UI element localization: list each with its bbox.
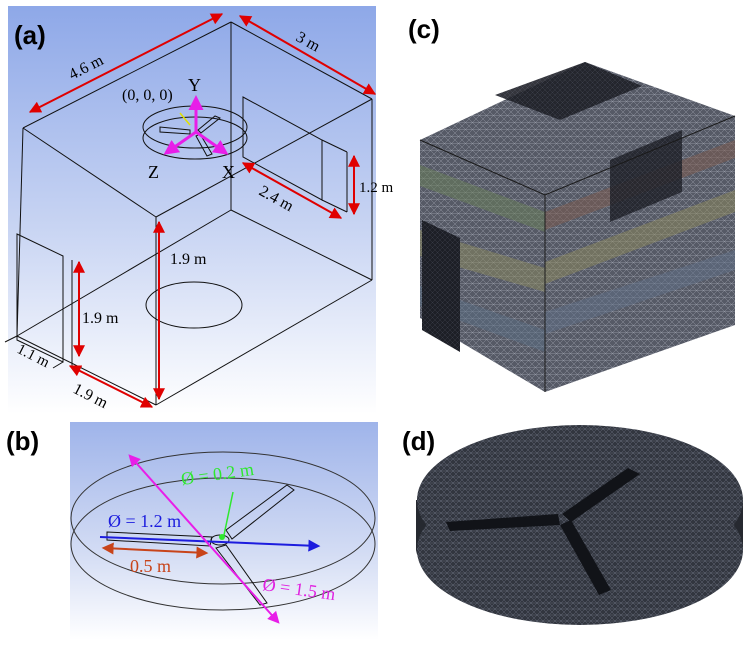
z-axis-label: Z (148, 162, 159, 182)
room-mesh-figure (419, 62, 736, 392)
mesh-top-face (420, 62, 735, 195)
origin-pointer (179, 112, 191, 126)
x-axis-label: X (222, 162, 235, 182)
width-arrow (238, 15, 377, 95)
blade-diameter-label: Ø = 1.2 m (108, 511, 181, 531)
room-geometry-figure: 4.6 m 3 m 1.9 m 2.4 m 1.2 m 1.9 m 1.1 m … (4, 6, 394, 414)
x-axis-arrow (195, 130, 229, 155)
fan-mesh-blade-left (446, 514, 560, 531)
room-edge-left-vertical (16, 127, 24, 337)
room-edge-top-left (22, 127, 157, 218)
hub-marker (219, 534, 225, 540)
mesh-window-region (610, 130, 682, 222)
panel-c-tag: (c) (408, 14, 440, 44)
panel-c: (c) (408, 6, 745, 398)
mesh-band-green (420, 165, 545, 232)
y-axis-label: Y (188, 75, 201, 95)
domain-diameter-arrow (128, 454, 280, 624)
panel-b: Ø = 0.2 m Ø = 1.2 m 0.5 m Ø = 1.5 m (70, 422, 378, 640)
mesh-band-steel (545, 250, 735, 334)
panel-b-tag: (b) (6, 426, 40, 456)
panel-d-tag: (d) (402, 426, 436, 456)
panel-a: 4.6 m 3 m 1.9 m 2.4 m 1.2 m 1.9 m 1.1 m … (4, 6, 394, 414)
length-arrow (28, 13, 224, 113)
panel-d: (d) (402, 420, 745, 640)
mesh-band-olive (545, 190, 735, 284)
mesh-door-region (422, 220, 460, 352)
mesh-right-face (545, 116, 735, 392)
room-edge-bottom-right (155, 279, 373, 406)
room-edge-bottom-hidden-left (16, 209, 232, 337)
dimension-arrows (28, 13, 377, 408)
fan-mesh-blade-bottom (560, 520, 611, 595)
hub-diameter-leader (223, 491, 234, 536)
window-height-label: 1.2 m (359, 180, 394, 196)
fan-mesh-blades (446, 468, 640, 595)
door-offset-arrow (68, 365, 154, 408)
mesh-top-dense-region (495, 62, 642, 120)
door-width-extension-2 (52, 361, 64, 369)
fan-detail-figure: Ø = 0.2 m Ø = 1.2 m 0.5 m Ø = 1.5 m (70, 422, 378, 640)
window-width-arrow (241, 162, 343, 219)
panel-a-tag: (a) (14, 20, 46, 50)
fan-mesh-figure (416, 425, 743, 625)
height-label: 1.9 m (170, 251, 207, 268)
panel-b-background (70, 422, 378, 640)
room-edge-bottom-hidden-right (230, 209, 373, 281)
door-height-label: 1.9 m (82, 310, 119, 327)
door-width-extension (4, 335, 18, 343)
z-axis-arrow (163, 130, 197, 155)
fan-mesh-top (417, 425, 743, 575)
room-edge-top-right (155, 98, 373, 218)
blade-length-label: 0.5 m (130, 556, 171, 576)
floor-outlet (145, 281, 243, 329)
origin-label: (0, 0, 0) (122, 87, 173, 104)
window-sill-top (321, 139, 348, 153)
fan-mesh-blade-right (562, 468, 640, 522)
